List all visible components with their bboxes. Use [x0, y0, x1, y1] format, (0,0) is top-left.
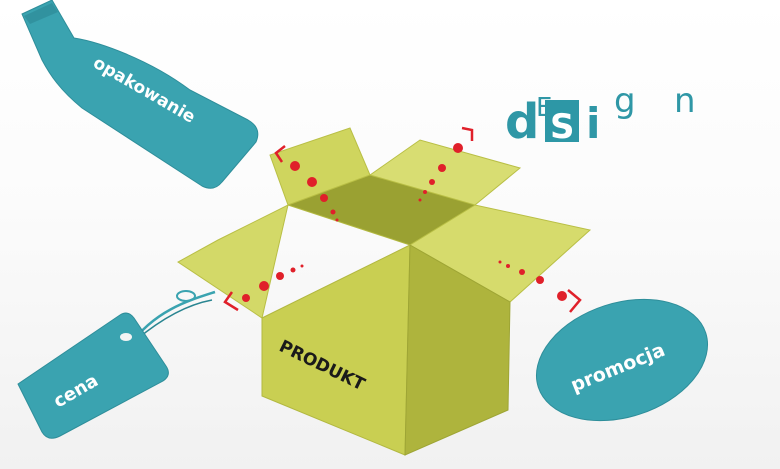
box-flap-back-left — [269, 127, 371, 206]
arrow-top-right — [418, 126, 474, 202]
design-letter-g: g — [614, 81, 636, 121]
box-flap-left — [177, 204, 289, 319]
design-letter-e: E — [536, 93, 552, 123]
box-flap-back-right — [368, 139, 522, 206]
design-letter-s-background — [545, 100, 579, 142]
ellipse-shape — [535, 298, 709, 422]
tag-body — [17, 312, 169, 439]
box-interior — [288, 175, 475, 245]
arrow-top-left — [274, 145, 339, 222]
product-box: PRODUKT — [177, 127, 592, 456]
tag-hole — [120, 333, 132, 341]
arrow-right — [498, 260, 582, 313]
design-letter-i: i — [586, 99, 600, 148]
box-side-face — [404, 244, 511, 456]
design-letter-n: n — [674, 81, 696, 121]
design-letter-s: S — [550, 107, 575, 147]
promotion-ellipse: promocja — [535, 298, 709, 422]
design-word: d E S i g n — [505, 81, 696, 150]
design-letter-d: d — [505, 94, 539, 150]
price-tag: cena — [17, 290, 216, 439]
bottle-shape: opakowanie — [21, 0, 259, 189]
arrow-left — [223, 264, 304, 312]
